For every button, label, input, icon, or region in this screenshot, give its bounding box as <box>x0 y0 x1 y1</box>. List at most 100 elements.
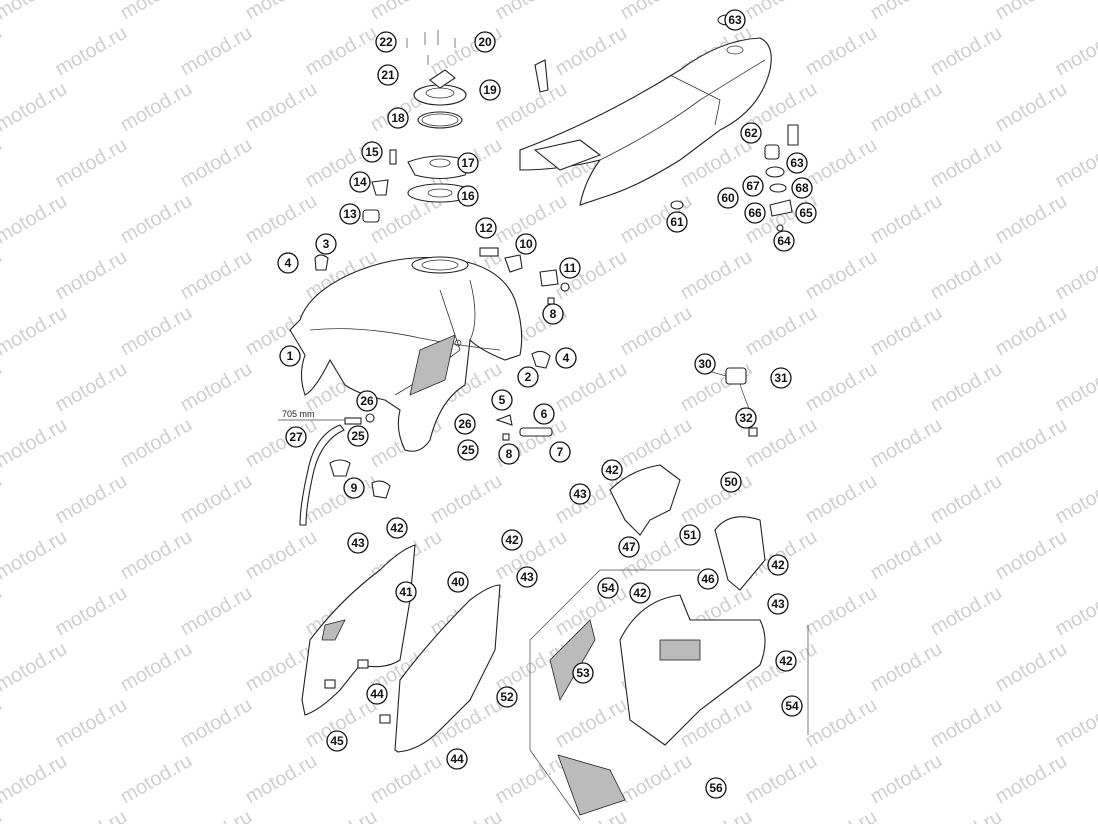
watermark-text: motod.ru <box>52 582 131 641</box>
callout-8: 8 <box>499 444 519 464</box>
callout-43: 43 <box>768 594 788 614</box>
callout-number: 41 <box>399 585 413 599</box>
callout-26: 26 <box>357 391 377 411</box>
watermark-text: motod.ru <box>302 470 381 529</box>
callout-6: 6 <box>534 404 554 424</box>
callout-42: 42 <box>768 555 788 575</box>
watermark-text: motod.ru <box>1052 134 1098 193</box>
watermark-text: motod.ru <box>802 246 881 305</box>
callout-number: 46 <box>701 572 715 586</box>
callout-14: 14 <box>350 172 370 192</box>
callout-number: 45 <box>330 734 344 748</box>
callout-number: 10 <box>519 237 533 251</box>
watermark-text: motod.ru <box>0 0 71 24</box>
callout-number: 20 <box>478 35 492 49</box>
callout-2: 2 <box>518 367 538 387</box>
callout-number: 27 <box>289 430 303 444</box>
callout-number: 65 <box>799 206 813 220</box>
watermark-text: motod.ru <box>52 246 131 305</box>
watermark-text: motod.ru <box>802 358 881 417</box>
watermark-text: motod.ru <box>117 526 196 585</box>
callout-43: 43 <box>517 567 537 587</box>
callout-63: 63 <box>725 10 745 30</box>
watermark-text: motod.ru <box>867 526 946 585</box>
callout-68: 68 <box>792 178 812 198</box>
watermark-text: motod.ru <box>117 78 196 137</box>
watermark-text: motod.ru <box>927 134 1006 193</box>
callout-22: 22 <box>376 32 396 52</box>
callout-number: 5 <box>499 393 506 407</box>
callout-number: 68 <box>795 181 809 195</box>
watermark-text: motod.ru <box>0 358 6 417</box>
callout-number: 16 <box>461 189 475 203</box>
callout-10: 10 <box>516 234 536 254</box>
callout-26: 26 <box>455 414 475 434</box>
callout-42: 42 <box>387 518 407 538</box>
watermark-text: motod.ru <box>117 750 196 809</box>
watermark-text: motod.ru <box>992 526 1071 585</box>
callout-4: 4 <box>556 348 576 368</box>
callout-32: 32 <box>736 408 756 428</box>
callout-3: 3 <box>316 234 336 254</box>
watermark-text: motod.ru <box>617 302 696 361</box>
watermark-text: motod.ru <box>0 414 71 473</box>
watermark-text: motod.ru <box>0 78 71 137</box>
callout-9: 9 <box>344 478 364 498</box>
watermark-text: motod.ru <box>1052 358 1098 417</box>
callout-number: 63 <box>728 13 742 27</box>
callout-54: 54 <box>598 578 618 598</box>
callout-number: 54 <box>785 699 799 713</box>
callout-63: 63 <box>787 153 807 173</box>
watermark-text: motod.ru <box>802 22 881 81</box>
watermark-text: motod.ru <box>52 694 131 753</box>
callout-18: 18 <box>388 108 408 128</box>
watermark-text: motod.ru <box>117 302 196 361</box>
watermark-text: motod.ru <box>177 358 256 417</box>
callout-44: 44 <box>367 684 387 704</box>
callout-61: 61 <box>667 212 687 232</box>
watermark-text: motod.ru <box>992 302 1071 361</box>
callout-40: 40 <box>448 572 468 592</box>
watermark-text: motod.ru <box>427 470 506 529</box>
watermark-text: motod.ru <box>992 638 1071 697</box>
callout-number: 25 <box>461 443 475 457</box>
callout-number: 43 <box>771 597 785 611</box>
callout-31: 31 <box>771 368 791 388</box>
watermark-text: motod.ru <box>177 694 256 753</box>
watermark-text: motod.ru <box>367 0 446 24</box>
watermark-text: motod.ru <box>492 0 571 24</box>
watermark-text: motod.ru <box>927 246 1006 305</box>
watermark-text: motod.ru <box>867 750 946 809</box>
watermark-text: motod.ru <box>242 190 321 249</box>
watermark-text: motod.ru <box>117 638 196 697</box>
watermark-text: motod.ru <box>867 0 946 24</box>
watermark-text: motod.ru <box>0 638 71 697</box>
callout-47: 47 <box>619 537 639 557</box>
callout-number: 32 <box>739 411 753 425</box>
watermark-text: motod.ru <box>867 414 946 473</box>
watermark-text: motod.ru <box>242 78 321 137</box>
callout-number: 42 <box>390 521 404 535</box>
watermark-text: motod.ru <box>802 582 881 641</box>
callout-17: 17 <box>458 153 478 173</box>
callout-62: 62 <box>741 123 761 143</box>
callout-number: 26 <box>458 417 472 431</box>
watermark-text: motod.ru <box>0 750 71 809</box>
watermark-text: motod.ru <box>117 190 196 249</box>
watermark-text: motod.ru <box>177 806 256 824</box>
watermark-text: motod.ru <box>367 750 446 809</box>
callout-1: 1 <box>280 346 300 366</box>
watermark-text: motod.ru <box>0 694 6 753</box>
callout-number: 42 <box>771 558 785 572</box>
callout-number: 21 <box>381 68 395 82</box>
callout-number: 54 <box>601 581 615 595</box>
callout-12: 12 <box>476 218 496 238</box>
callout-number: 62 <box>744 126 758 140</box>
watermark-text: motod.ru <box>52 134 131 193</box>
callout-number: 6 <box>541 407 548 421</box>
watermark-text: motod.ru <box>302 806 381 824</box>
callout-number: 40 <box>451 575 465 589</box>
callout-number: 60 <box>721 191 735 205</box>
watermark-text: motod.ru <box>0 526 71 585</box>
callout-51: 51 <box>680 525 700 545</box>
